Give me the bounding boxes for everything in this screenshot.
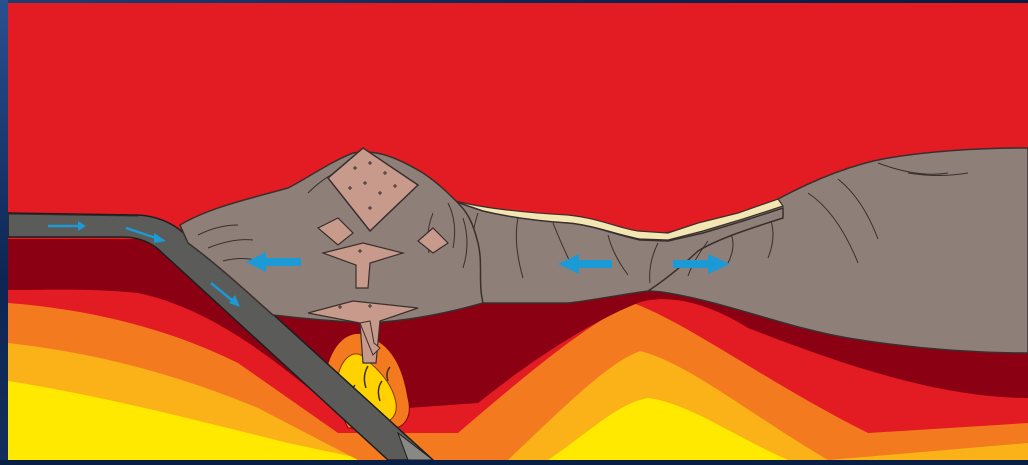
frame-left-border xyxy=(0,0,8,465)
plate-tectonics-cross-section xyxy=(8,3,1028,460)
frame-bottom-border xyxy=(0,460,1028,465)
